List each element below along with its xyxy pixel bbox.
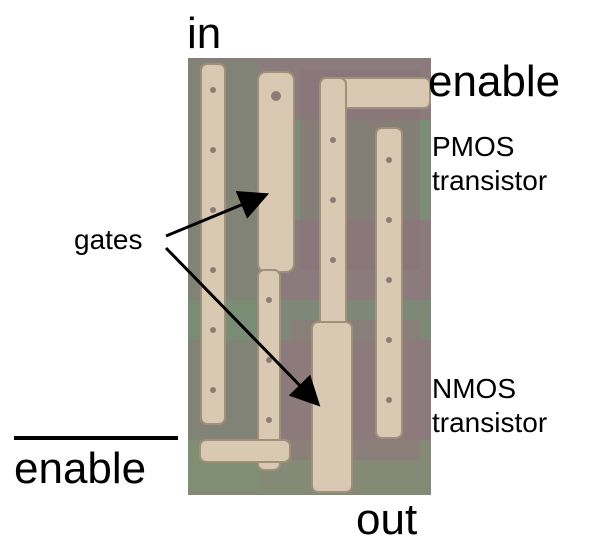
enable-bus-vertical	[319, 77, 347, 359]
label-out: out	[356, 495, 418, 544]
label-nmos-line-2: transistor	[432, 407, 548, 438]
label-pmos-line-2: transistor	[432, 165, 548, 196]
label-pmos-line-1: PMOS	[432, 131, 515, 162]
strip-1	[200, 63, 226, 425]
label-nmos-line-1: NMOS	[432, 373, 516, 404]
label-in: in	[187, 9, 222, 58]
strip-2	[257, 269, 281, 471]
arrow-to-pmos-gate	[165, 191, 270, 238]
label-pmos: PMOS transistor	[432, 130, 547, 198]
label-gates: gates	[74, 224, 143, 255]
bottom-connector	[199, 439, 291, 463]
label-enable: enable	[428, 57, 561, 106]
gate-pmos	[257, 71, 295, 273]
enable-overbar	[14, 436, 178, 440]
gate-nmos	[311, 321, 353, 493]
arrow-to-nmos-gate	[164, 246, 321, 407]
label-nmos: NMOS transistor	[432, 372, 547, 440]
label-enable-bar: enable	[14, 444, 147, 493]
